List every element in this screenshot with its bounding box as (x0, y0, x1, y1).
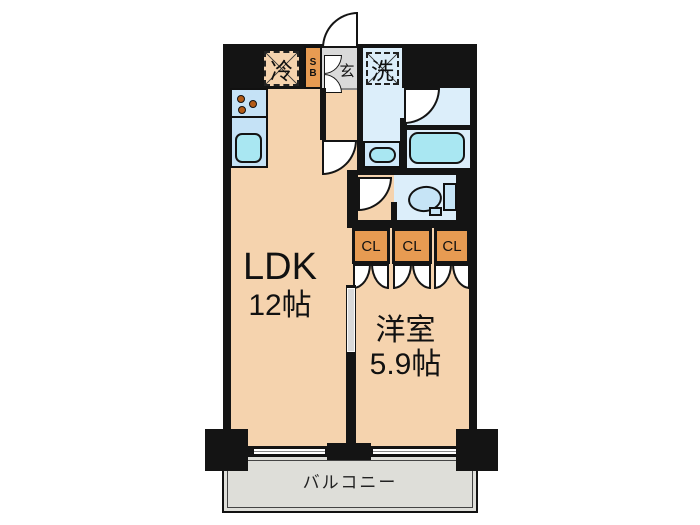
refrigerator-label: 冷 (270, 57, 293, 84)
wash-basin-icon (369, 147, 396, 163)
washer-space: 洗 (366, 52, 399, 85)
left-wall (223, 44, 231, 447)
ldk-size: 12帖 (248, 288, 312, 322)
refrigerator-space: 冷 (264, 51, 299, 86)
ldk-label: LDK 12帖 (205, 246, 355, 322)
x-mark-icon (266, 53, 297, 84)
closet-3: CL (434, 228, 470, 264)
stove-burner-icon (238, 106, 246, 114)
western-room-name: 洋室 (375, 314, 436, 347)
entrance-door-swing-icon (322, 12, 358, 48)
bathtub-icon (409, 132, 465, 164)
western-room-label: 洋室 5.9帖 (338, 314, 473, 381)
stove-burner-icon (237, 95, 245, 103)
bathtub-ledge (402, 125, 470, 130)
corridor-washroom-wall (357, 46, 363, 168)
toilet-tank-icon (443, 183, 457, 211)
closet-2: CL (392, 228, 432, 264)
sanitary-south-wall (357, 168, 470, 175)
western-room-size: 5.9帖 (369, 347, 442, 381)
right-wall (469, 44, 477, 436)
closet-north-wall (347, 220, 470, 228)
closet-label: CL (361, 237, 381, 255)
vestibule-wall (347, 170, 358, 227)
kitchen-divider (230, 116, 268, 118)
toilet-right-filler (456, 168, 470, 227)
partition-wall (346, 285, 356, 447)
balcony-inner-rail (227, 460, 473, 508)
kitchen-sink-icon (235, 133, 262, 163)
ldk-name: LDK (243, 246, 317, 288)
pillar-bottom-middle (327, 443, 371, 460)
pillar-bottom-right (456, 429, 498, 471)
closet-label: CL (442, 237, 462, 255)
stove-burner-icon (249, 100, 257, 108)
corridor-west-wall (320, 88, 326, 140)
x-mark-icon (368, 54, 397, 83)
shoebox: SB (304, 46, 322, 89)
balcony-label: バルコニー (302, 472, 398, 492)
closet-1: CL (352, 228, 390, 264)
toilet-left-wall (391, 202, 397, 227)
washroom-bathroom-wall (400, 118, 407, 168)
sliding-door (347, 288, 355, 352)
washer-label: 洗 (371, 57, 394, 84)
entrance-label: 玄 (339, 62, 355, 80)
closet-label: CL (402, 237, 422, 255)
window-ldk-rail (254, 451, 325, 452)
toilet-foot-icon (429, 207, 442, 216)
window-western-rail (373, 451, 456, 452)
pillar-bottom-left (205, 429, 248, 471)
